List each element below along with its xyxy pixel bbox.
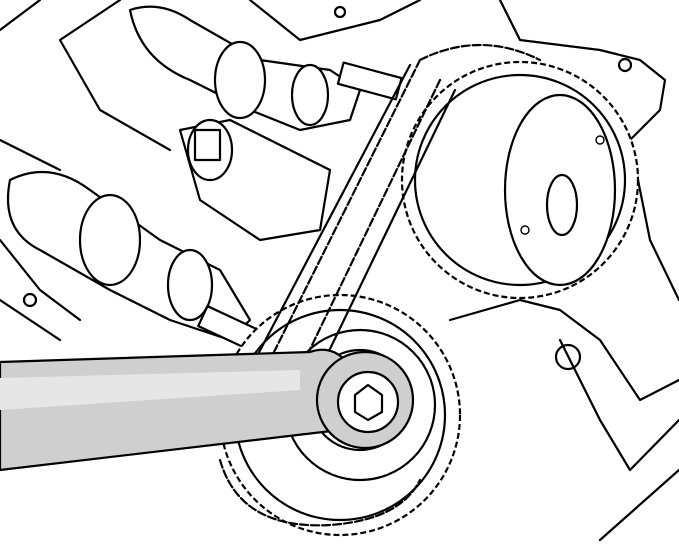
lower-camshaft	[6, 170, 273, 357]
upper-camshaft	[128, 5, 403, 132]
timing-chain	[218, 43, 542, 527]
solenoid-valve	[178, 118, 332, 242]
upper-sprocket	[400, 60, 640, 300]
wrench	[0, 348, 415, 472]
